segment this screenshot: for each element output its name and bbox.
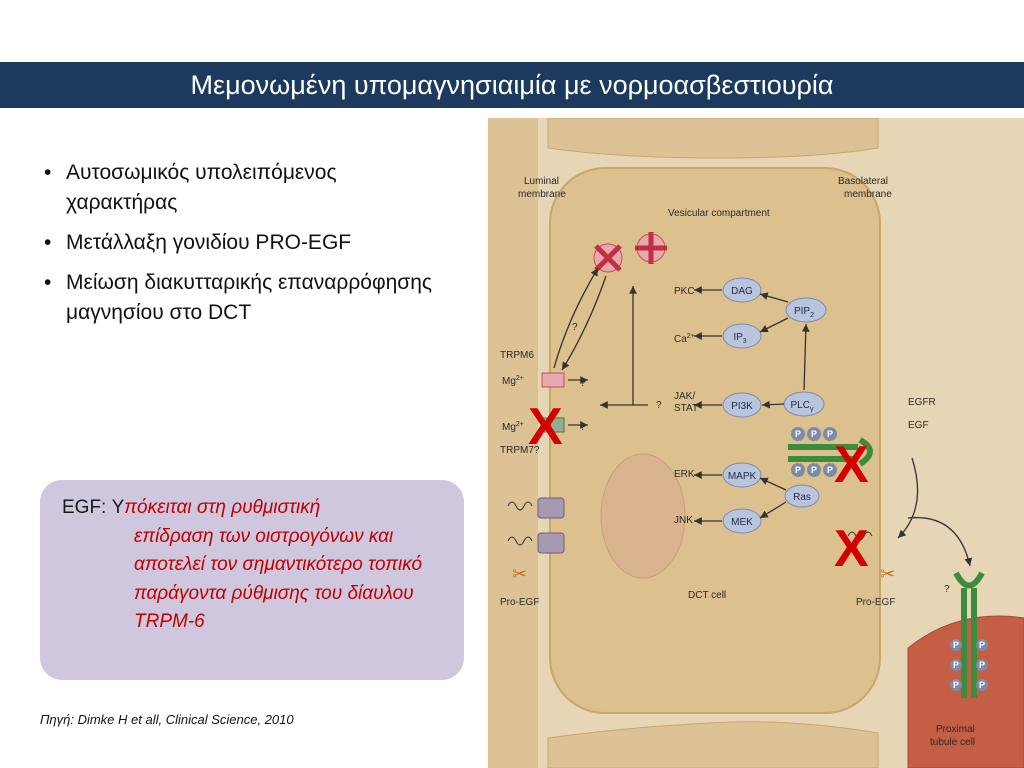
mg-label-bottom: Mg2+ <box>502 421 524 433</box>
pro-egf-left-label: Pro-EGF <box>500 597 539 608</box>
plc-sub: γ <box>810 406 814 413</box>
stat-label: STAT <box>674 403 698 414</box>
nucleus <box>600 453 686 579</box>
p-label: P <box>953 660 959 670</box>
bullet-item: Μετάλλαξη γονιδίου PRO-EGF <box>44 228 444 258</box>
p-label: P <box>953 680 959 690</box>
trpm7-channel <box>541 417 565 433</box>
ras-node: Ras <box>784 484 820 508</box>
p-label: P <box>827 465 833 475</box>
egfr-label: EGFR <box>908 397 936 408</box>
ip3-label: IP3 <box>733 332 746 345</box>
p-label: P <box>795 429 801 439</box>
mg-text: Mg <box>502 376 516 387</box>
luminal-membrane-label: membrane <box>518 189 566 200</box>
pip2-label: PIP2 <box>794 306 814 319</box>
luminal-label: Luminal <box>524 176 559 187</box>
p-label: P <box>979 640 985 650</box>
mg-charge: 2+ <box>516 375 524 382</box>
plc-label: PLCγ <box>791 400 814 413</box>
bottom-cell <box>547 721 879 768</box>
jak-label: JAK/ <box>674 391 695 402</box>
mg-text: Mg <box>502 422 516 433</box>
proximal-label: Proximal <box>936 724 975 735</box>
page-title: Μεμονωμένη υπομαγνησιαιμία με νορμοασβεσ… <box>190 70 834 100</box>
plc-text: PLC <box>791 400 810 411</box>
p-label: P <box>795 465 801 475</box>
question-mark: ? <box>572 322 578 333</box>
ip3-node: IP3 <box>722 323 762 349</box>
box-lead: EGF: Υ <box>62 497 125 518</box>
p-label: P <box>827 429 833 439</box>
block-mark: X <box>834 436 869 494</box>
ras-label: Ras <box>793 492 811 503</box>
source-citation: Πηγή: Dimke H et all, Clinical Science, … <box>40 712 294 727</box>
block-mark: X <box>528 398 563 456</box>
jnk-label: JNK <box>674 515 693 526</box>
box-first-line: EGF: Υπόκειται στη ρυθμιστική <box>62 494 450 523</box>
pkc-label: PKC <box>674 286 695 297</box>
p-label: P <box>811 465 817 475</box>
p-label: P <box>811 429 817 439</box>
mapk-node: MAPK <box>722 462 762 488</box>
question-mark: ? <box>580 422 586 433</box>
pro-egf-left: ✂ <box>507 497 565 584</box>
signal-arrows <box>553 267 973 567</box>
ip3-text: IP <box>733 332 743 343</box>
mapk-label: MAPK <box>728 471 757 482</box>
dag-label: DAG <box>731 286 753 297</box>
dag-node: DAG <box>722 277 762 303</box>
left-cell <box>488 118 538 768</box>
ca-text: Ca <box>674 334 687 345</box>
pi3k-label: PI3K <box>731 401 753 412</box>
pip2-sub: 2 <box>810 312 814 319</box>
mek-label: MEK <box>731 517 753 528</box>
ca-label: Ca2+ <box>674 333 695 345</box>
pro-egf-right-label: Pro-EGF <box>856 597 895 608</box>
egf-info-box: EGF: Υπόκειται στη ρυθμιστική επίδραση τ… <box>40 480 464 680</box>
dct-signaling-diagram: Luminal membrane Basolateral membrane Ve… <box>488 118 1024 768</box>
p-label: P <box>979 680 985 690</box>
mg-label-top: Mg2+ <box>502 375 524 387</box>
bullet-list: Αυτοσωμικός υπολειπόμενος χαρακτήρας Μετ… <box>44 158 444 338</box>
vesicular-label: Vesicular compartment <box>668 208 770 219</box>
pro-egf-right: ✂ <box>847 531 895 584</box>
box-first-text: πόκειται στη ρυθμιστική <box>124 497 321 518</box>
egfr-receptor <box>788 437 873 467</box>
block-mark: X <box>834 520 869 578</box>
question-mark: ? <box>656 400 662 411</box>
p-label: P <box>953 640 959 650</box>
scissors-icon: ✂ <box>880 564 895 584</box>
egfr-phosphates: P P P P P P <box>791 427 837 477</box>
trpm7-label: TRPM7? <box>500 445 540 456</box>
tubule-cell-label: tubule cell <box>930 737 975 748</box>
erk-label: ERK <box>674 469 695 480</box>
trpm6-label: TRPM6 <box>500 350 534 361</box>
egf-label: EGF <box>908 420 929 431</box>
bullet-item: Αυτοσωμικός υπολειπόμενος χαρακτήρας <box>44 158 444 218</box>
p-label: P <box>979 660 985 670</box>
top-cell <box>547 118 879 159</box>
title-bar: Μεμονωμένη υπομαγνησιαιμία με νορμοασβεσ… <box>0 62 1024 108</box>
basolateral-label: Basolateral <box>838 176 888 187</box>
ip3-sub: 3 <box>743 338 747 345</box>
scissors-icon: ✂ <box>512 564 527 584</box>
mg-charge: 2+ <box>516 421 524 428</box>
vesicle-trpm6-right <box>635 232 667 264</box>
ca-charge: 2+ <box>687 333 695 340</box>
pip2-text: PIP <box>794 306 810 317</box>
vesicle-trpm6-left <box>593 243 623 273</box>
proximal-egfr: P P P P P P <box>950 571 988 698</box>
pip2-node: PIP2 <box>785 297 827 323</box>
dct-cell-label: DCT cell <box>688 590 726 601</box>
question-mark: ? <box>944 584 950 595</box>
trpm6-channel <box>541 372 565 388</box>
plc-node: PLCγ <box>783 391 825 417</box>
bullet-item: Μείωση διακυτταρικής επαναρρόφησης μαγνη… <box>44 268 444 328</box>
basolateral-membrane-label: membrane <box>844 189 892 200</box>
box-rest-text: επίδραση των οιστρογόνων και αποτελεί το… <box>134 525 423 633</box>
mek-node: MEK <box>722 508 762 534</box>
pi3k-node: PI3K <box>722 392 762 418</box>
